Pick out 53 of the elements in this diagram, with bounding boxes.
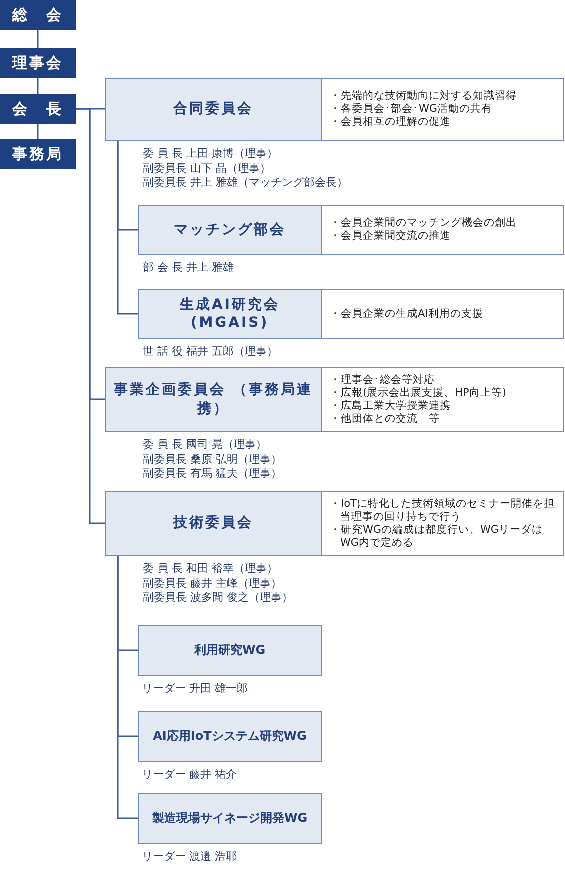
bullet-item: ・広島工業大学授業連携 bbox=[330, 400, 452, 412]
bullet-item: ・会員相互の理解の促進 bbox=[330, 116, 452, 129]
bullet-item: ・会員企業の生成AI利用の支援 bbox=[330, 308, 484, 320]
bullet-item: ・理事会･総会等対応 bbox=[330, 374, 436, 386]
bullet-item: ・各委員会･部会･WG活動の共有 bbox=[330, 103, 494, 116]
committee-name: 生成AI研究会 (MGAIS) bbox=[178, 296, 282, 332]
member-line: 委 員 長 上田 康博（理事） bbox=[143, 147, 278, 162]
bullet-item: ・研究WGの編成は都度行い、WGリーダはWG内で定める bbox=[330, 524, 544, 550]
member-line: 世 話 役 福井 五郎（理事） bbox=[143, 345, 278, 360]
member-line: 部 会 長 井上 雅雄 bbox=[143, 261, 234, 276]
member-line: 副委員長 桑原 弘明（理事） bbox=[143, 452, 282, 467]
box-label: 総 会 bbox=[12, 6, 64, 24]
committee-box bbox=[105, 78, 564, 141]
member-line: 副委員長 山下 晶（理事） bbox=[143, 162, 271, 176]
connector-line bbox=[37, 78, 39, 94]
committee-name: AI応用IoTシステム研究WG bbox=[153, 728, 307, 744]
member-line: リーダー 藤井 祐介 bbox=[142, 768, 237, 782]
bullet-item: ・会員企業間交流の推進 bbox=[330, 230, 452, 243]
committee-name: マッチング部会 bbox=[174, 220, 286, 240]
connector-line bbox=[37, 30, 39, 48]
member-line: リーダー 渡邉 浩耶 bbox=[142, 850, 237, 864]
bullet-item: ・他団体との交流 等 bbox=[330, 412, 441, 426]
committee-name: 製造現場サイネージ開発WG bbox=[152, 810, 308, 826]
bullet-item: ・IoTに特化した技術領域のセミナー開催を担当理事の回り持ちで行う bbox=[330, 498, 556, 524]
committee-box bbox=[105, 491, 564, 556]
committee-box bbox=[138, 205, 564, 255]
connector-line bbox=[76, 108, 105, 524]
box-label: 会 長 bbox=[12, 100, 64, 118]
org-box bbox=[0, 0, 76, 30]
member-line: 委 員 長 國司 晃（理事） bbox=[143, 438, 267, 452]
connector-line bbox=[117, 141, 138, 315]
member-line: 副委員長 有馬 猛夫（理事） bbox=[143, 467, 282, 482]
box-label: 理事会 bbox=[12, 54, 64, 72]
member-line: 副委員長 藤井 主峰（理事） bbox=[143, 576, 282, 591]
committee-name: 利用研究WG bbox=[194, 642, 266, 658]
bullet-item: ・会員企業間のマッチング機会の創出 bbox=[330, 217, 518, 230]
committee-name: 合同委員会 bbox=[174, 100, 254, 119]
member-line: 委 員 長 和田 裕幸（理事） bbox=[143, 562, 278, 576]
org-box bbox=[0, 48, 76, 78]
committee-name: 技術委員会 bbox=[174, 514, 254, 533]
connector-line bbox=[117, 556, 138, 820]
committee-box bbox=[138, 289, 564, 339]
bullet-item: ・先端的な技術動向に対する知識習得 bbox=[330, 90, 518, 103]
committee-box bbox=[105, 367, 564, 432]
bullet-item: ・広報(展示会出展支援、HP向上等) bbox=[330, 386, 508, 400]
connector-line bbox=[37, 124, 39, 139]
member-line: 副委員長 波多間 俊之（理事） bbox=[143, 591, 293, 606]
member-line: リーダー 升田 雄一郎 bbox=[142, 682, 248, 696]
committee-name: 事業企画委員会 （事務局連携） bbox=[114, 381, 313, 418]
box-label: 事務局 bbox=[12, 144, 64, 164]
org-box bbox=[0, 94, 76, 124]
org-box bbox=[0, 139, 76, 169]
member-line: 副委員長 井上 雅雄（マッチング部会長） bbox=[143, 176, 348, 190]
